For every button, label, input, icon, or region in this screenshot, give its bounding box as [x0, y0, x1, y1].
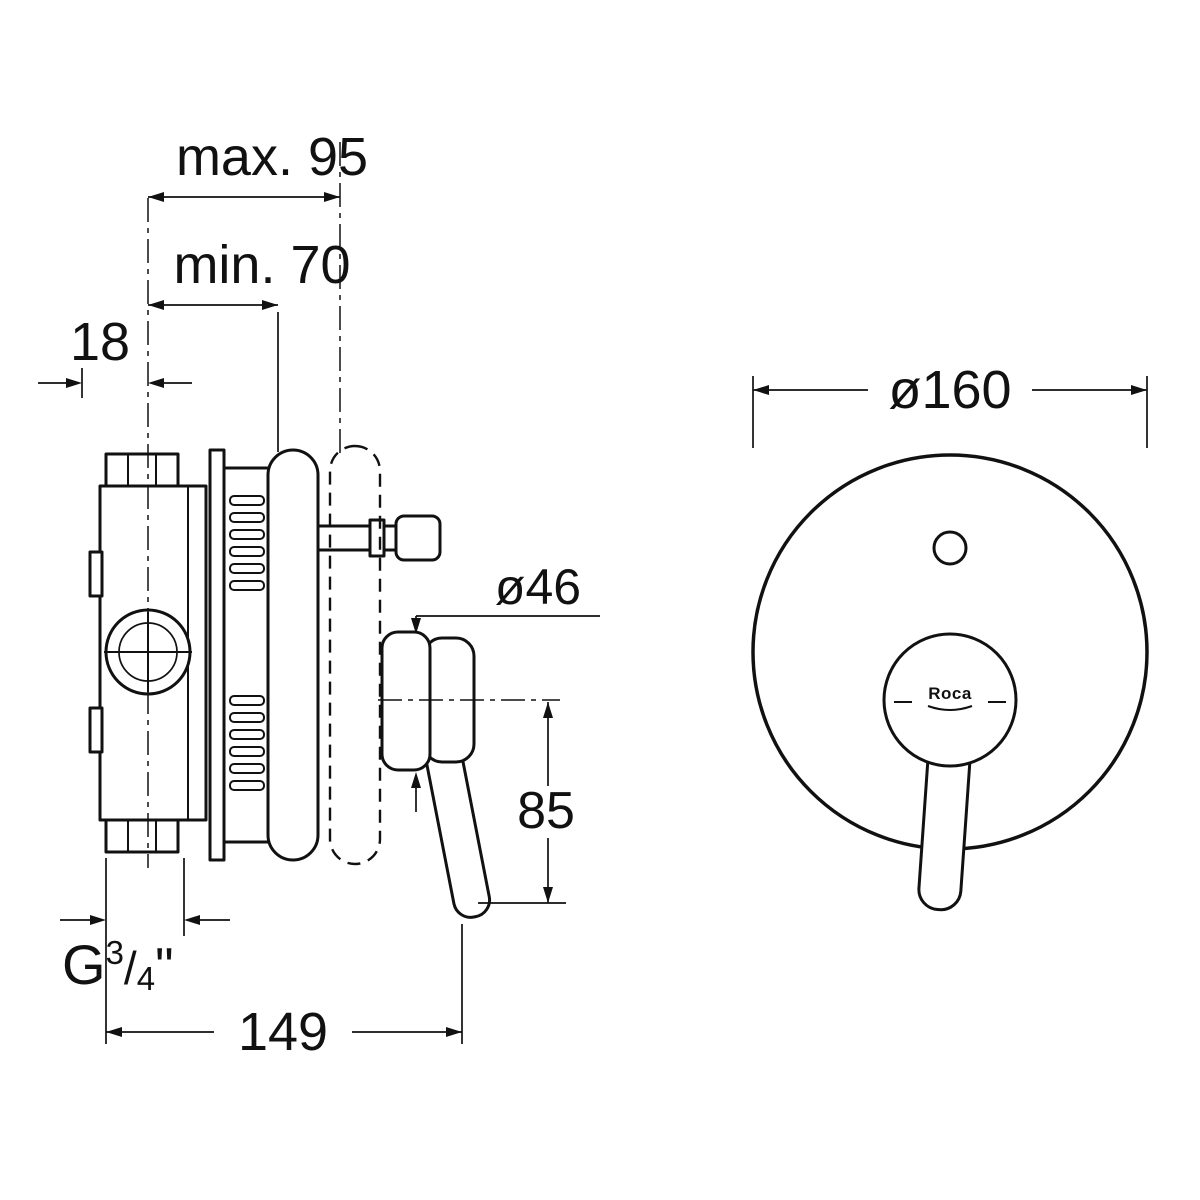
dim-d46: ø46: [411, 559, 600, 812]
diverter-cap: [394, 514, 442, 562]
dim-label-18: 18: [70, 312, 130, 372]
dim-label-d160: ø160: [888, 360, 1011, 420]
dim-max95: max. 95: [148, 127, 368, 202]
diverter-washer: [368, 518, 386, 558]
diverter-knob: [316, 514, 442, 562]
escutcheon-min-position: [266, 448, 320, 862]
thread-slots-top: [229, 495, 265, 591]
dim-85: 85: [478, 702, 575, 904]
handle-hub-front: [882, 632, 1018, 768]
side-view: max. 95 min. 70 18 ø46: [38, 127, 600, 1062]
dim-label-max95: max. 95: [176, 127, 368, 187]
body-left-tab-top: [88, 550, 104, 598]
valve-body: [88, 452, 208, 854]
dim-d160: ø160: [752, 360, 1148, 448]
dim-label-thread: G3/4": [62, 933, 174, 997]
body-left-tab-bottom: [88, 706, 104, 754]
dim-18: 18: [38, 312, 192, 398]
dim-149: 149: [106, 924, 463, 1062]
dim-thread: G3/4": [60, 858, 230, 1044]
dim-label-d46: ø46: [495, 559, 581, 615]
escutcheon-max-position: [328, 444, 382, 866]
brand-logo-swoosh: [927, 705, 973, 711]
hex-nut-bottom: [104, 818, 180, 854]
dim-label-min70: min. 70: [173, 235, 350, 295]
brand-logo: Roca: [927, 684, 973, 711]
dim-label-85: 85: [517, 782, 575, 840]
thread-slots-bottom: [229, 695, 265, 791]
lever-arm: [424, 738, 492, 919]
front-view: ø160 Roca: [751, 360, 1149, 912]
handle-assembly: [380, 630, 492, 919]
brand-logo-text: Roca: [928, 684, 972, 703]
dim-label-149: 149: [238, 1002, 328, 1062]
mounting-plate: [208, 448, 226, 862]
handle-base: [380, 630, 432, 772]
dim-min70: min. 70: [148, 235, 351, 452]
hex-nut-top: [104, 452, 180, 488]
mounting-sleeve: [208, 448, 272, 862]
diverter-button-front: [932, 530, 968, 566]
